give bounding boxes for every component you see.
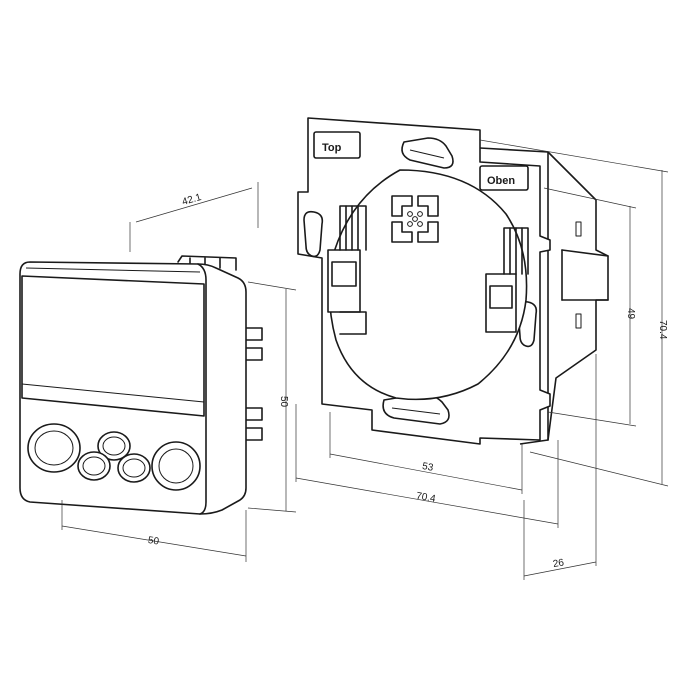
dim-label-70-4-height: 70.4 (657, 320, 668, 340)
frame-top-slot (401, 137, 454, 169)
dim-module-height: 50 (247, 281, 297, 513)
dim-label-50-width: 50 (147, 535, 160, 548)
dim-label-26: 26 (552, 557, 565, 570)
button-small-top-left (97, 431, 131, 461)
module-side-pins (241, 327, 263, 441)
button-small-bottom-left (77, 451, 111, 481)
dim-frame-depth: 26 (523, 354, 597, 580)
module-buttons (27, 423, 201, 491)
label-oben: Oben (487, 175, 515, 187)
dim-module-depth: 42.1 (129, 182, 259, 252)
dim-frame-hole-distance: 53 (329, 412, 523, 494)
frame-left-claw (327, 205, 367, 335)
dim-label-53: 53 (421, 461, 434, 474)
dim-frame-height: 70.4 (479, 139, 669, 487)
dim-label-70-4-width: 70.4 (415, 491, 437, 505)
switch-module (19, 255, 263, 515)
dim-frame-width: 70.4 (295, 404, 559, 528)
dim-module-width: 50 (61, 500, 247, 562)
frame-center-terminal (391, 195, 439, 243)
button-small-bottom-right (117, 453, 151, 483)
label-oben-box (479, 165, 529, 191)
dim-frame-inner-height: 49 (543, 187, 637, 427)
module-rocker-panel (21, 275, 205, 417)
dim-label-49: 49 (625, 308, 636, 320)
mounting-frame: Top Oben (297, 117, 609, 445)
frame-left-keyhole (303, 210, 324, 258)
label-top: Top (322, 142, 342, 154)
label-top-box (313, 131, 361, 159)
dim-label-42-1: 42.1 (181, 192, 203, 208)
dim-label-50-height: 50 (278, 396, 289, 408)
frame-right-claw (485, 227, 529, 333)
